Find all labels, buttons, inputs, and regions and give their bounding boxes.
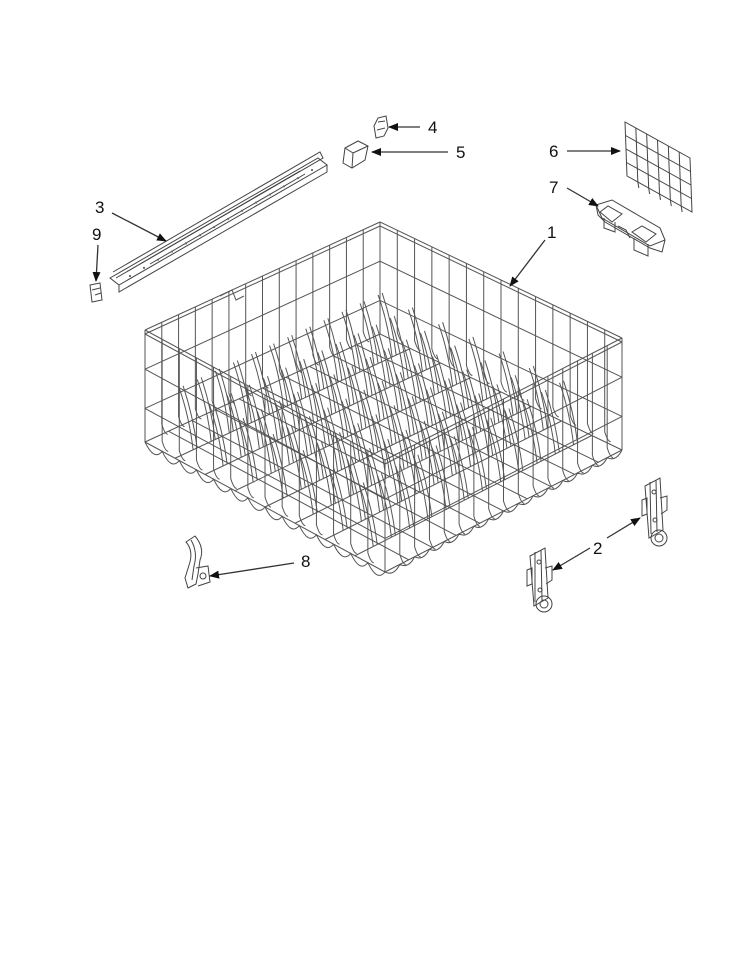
callout-1: 1 — [547, 223, 556, 242]
callout-4: 4 — [428, 118, 437, 137]
leader-2b — [606, 517, 641, 539]
rack-handle-part — [595, 199, 666, 257]
leader-7 — [566, 187, 599, 207]
callout-8: 8 — [301, 552, 310, 571]
callout-3: 3 — [95, 198, 104, 217]
leader-8 — [209, 562, 295, 579]
callout-6: 6 — [549, 142, 558, 161]
upper-dishrack-part — [144, 221, 623, 576]
callout-9: 9 — [92, 225, 101, 244]
callout-labels: 1 2 3 4 5 6 7 8 9 — [92, 118, 602, 571]
leader-1 — [509, 239, 546, 287]
leader-lines — [92, 123, 641, 579]
leader-2a — [552, 547, 591, 571]
rack-adjuster-part-right — [641, 477, 668, 547]
rail-clip-part — [373, 115, 389, 139]
rail-cap-part — [342, 140, 369, 169]
leader-3 — [111, 212, 167, 242]
callout-2: 2 — [593, 539, 602, 558]
track-rail-part — [109, 151, 328, 293]
rack-adjuster-part-left — [526, 547, 553, 613]
tine-insert-part — [624, 121, 693, 213]
leader-9 — [92, 244, 101, 282]
rack-actuator-part — [184, 535, 211, 589]
callout-7: 7 — [549, 178, 558, 197]
end-stop-part — [89, 282, 103, 303]
callout-5: 5 — [456, 143, 465, 162]
